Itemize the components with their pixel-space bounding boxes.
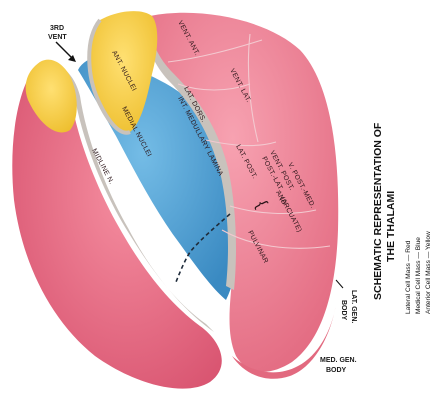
legend-anterior: Anterior Cell Mass — Yellow	[425, 231, 432, 314]
pointer-lat-gen-body	[336, 280, 343, 288]
diagram-title-line1: SCHEMATIC REPRESENTATION OF	[372, 122, 384, 300]
label-lat-gen-body-line2: BODY	[340, 300, 347, 321]
label-3rd-vent-line1: 3RD	[50, 25, 64, 32]
label-lat-gen-body-line1: LAT. GEN.	[350, 290, 357, 323]
diagram-title-line2: THE THALAMI	[385, 191, 397, 262]
label-med-gen-body-line2: BODY	[326, 367, 347, 374]
label-3rd-vent-line2: VENT	[48, 34, 67, 41]
legend-lateral: Lateral Cell Mass — Red	[405, 240, 412, 314]
label-med-gen-body-line1: MED. GEN.	[320, 357, 357, 364]
legend-medial: Medical Cell Mass — Blue	[415, 237, 422, 314]
